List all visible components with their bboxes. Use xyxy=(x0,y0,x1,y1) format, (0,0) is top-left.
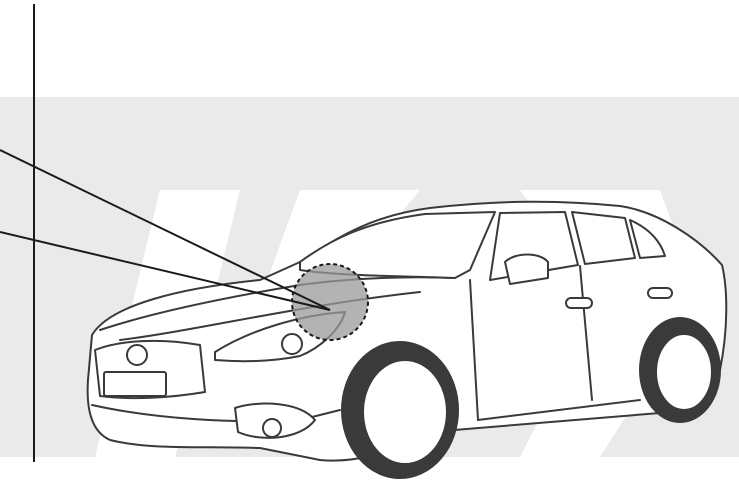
license-plate xyxy=(104,372,166,396)
rear-wheel xyxy=(640,318,720,422)
side-mirror xyxy=(505,255,548,285)
front-door-handle xyxy=(566,298,592,308)
emblem-icon xyxy=(127,345,147,365)
fog-lamp xyxy=(263,419,281,437)
highlight-area xyxy=(292,264,368,340)
rear-door-handle xyxy=(648,288,672,298)
headlamp-lens xyxy=(282,334,302,354)
front-wheel xyxy=(342,342,458,478)
